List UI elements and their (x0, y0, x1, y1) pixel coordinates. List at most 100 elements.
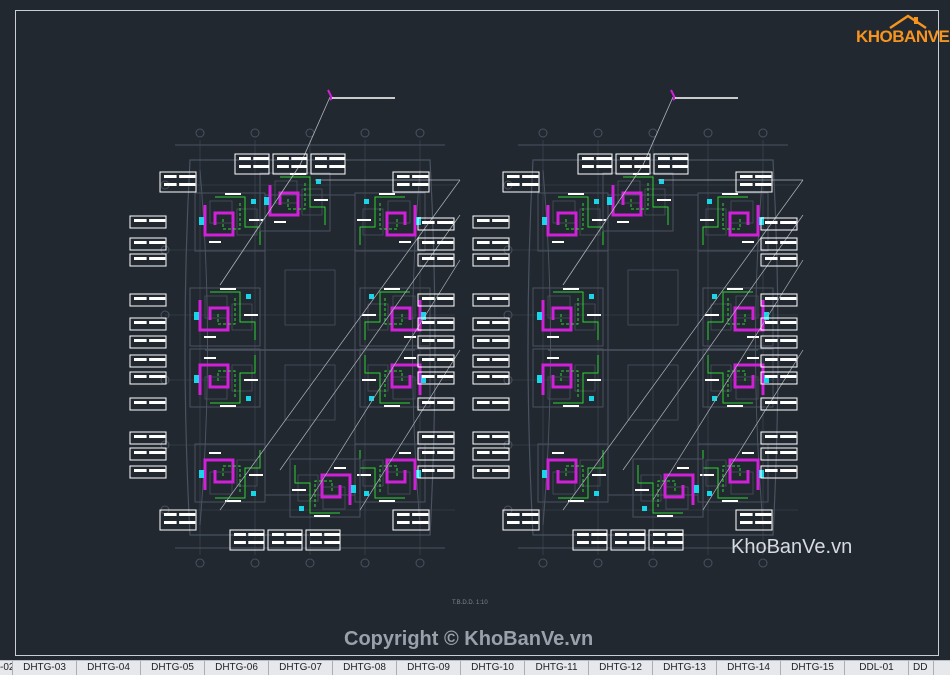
equipment-tag (305, 529, 341, 551)
pipe-run (623, 176, 669, 225)
equipment-tag (760, 354, 798, 368)
sheet-tab[interactable]: DDL-01 (845, 661, 909, 675)
sheet-tab[interactable]: DHTG-07 (269, 661, 333, 675)
sheet-tab[interactable]: DHTG-05 (141, 661, 205, 675)
room-outline (579, 459, 601, 487)
pipe-run (727, 298, 746, 325)
grid-bubble (160, 440, 170, 450)
equipment-tag (417, 317, 455, 331)
fitting (314, 515, 330, 517)
grid-bubble (250, 558, 260, 568)
equipment-tag-text (272, 541, 284, 544)
pipe-run (215, 450, 261, 499)
fitting (742, 241, 754, 243)
sheet-tab[interactable]: DHTG-12 (589, 661, 653, 675)
equipment-tag-text (765, 401, 778, 404)
equipment-tag-text (740, 513, 753, 516)
equipment-tag-text (492, 219, 509, 222)
fitting (592, 474, 606, 476)
equipment-tag-text (507, 521, 520, 524)
equipment-tag-text (765, 469, 778, 472)
equipment-tag-text (477, 219, 490, 222)
equipment-tag-text (422, 321, 435, 324)
equipment-tag-frame (417, 217, 455, 231)
equipment-tag-text (672, 165, 688, 168)
equipment-tag-text (591, 533, 607, 536)
grid-bubble (648, 558, 658, 568)
equipment-tag (129, 447, 167, 461)
equipment-tag-text (765, 241, 778, 244)
equipment-tag-text (329, 165, 345, 168)
fitting (292, 489, 306, 491)
equipment-tag-text (234, 533, 246, 536)
equipment-tag-text (658, 165, 670, 168)
room-outline (362, 208, 384, 236)
equipment-tag-text (134, 321, 147, 324)
equipment-tag-text (653, 541, 665, 544)
sheet-tab[interactable]: DHTG-11 (525, 661, 589, 675)
duct-run (546, 458, 578, 490)
equipment-tag-text (422, 241, 435, 244)
equipment-tag-text (437, 221, 454, 224)
room-outline (301, 188, 323, 216)
fitting (722, 500, 738, 502)
equipment-tag (760, 293, 798, 307)
equipment-tag-frame (472, 237, 510, 251)
sheet-tab[interactable]: DHTG-10 (461, 661, 525, 675)
fitting (314, 199, 328, 201)
equipment-tag-frame (760, 317, 798, 331)
pipe-run (379, 465, 398, 492)
equipment-tag-text (149, 321, 166, 324)
equipment-tag-text (780, 451, 797, 454)
equipment-tag-text (522, 521, 539, 524)
equipment-tag-text (780, 297, 797, 300)
sheet-tab[interactable]: DHTG-15 (781, 661, 845, 675)
cad-drawing-canvas[interactable] (0, 0, 950, 660)
equipment-tag-frame (129, 237, 167, 251)
equipment-tag (129, 237, 167, 251)
sheet-tab[interactable]: DHTG-04 (77, 661, 141, 675)
pipe-run (657, 480, 676, 507)
equipment-tag-text (179, 521, 196, 524)
equipment-tag (472, 371, 510, 385)
equipment-tag-text (755, 521, 772, 524)
equipment-tag-text (765, 375, 778, 378)
equipment-tag-frame (472, 335, 510, 349)
room-outline (574, 303, 596, 331)
equipment-tag-text (780, 401, 797, 404)
fitting (249, 474, 263, 476)
equipment-tag (392, 509, 430, 531)
sheet-tab[interactable]: DHTG-08 (333, 661, 397, 675)
sheet-tab[interactable]: DHTG-06 (205, 661, 269, 675)
equipment-tag-text (248, 533, 264, 536)
equipment-tag-text (286, 533, 302, 536)
apartment-unit (189, 287, 261, 347)
equipment-tag-text (755, 183, 772, 186)
equipment-tag-text (422, 297, 435, 300)
equipment-tag-frame (159, 509, 197, 531)
sheet-tab[interactable]: DHTG-13 (653, 661, 717, 675)
equipment-tag-frame (129, 465, 167, 479)
equipment-tag (129, 465, 167, 479)
sheet-tab[interactable]: DHTG-09 (397, 661, 461, 675)
pipe-run (384, 298, 403, 325)
sheet-tab[interactable]: -02 (0, 661, 13, 675)
fitting (399, 452, 411, 454)
equipment-tag (653, 153, 689, 175)
duct-run (728, 205, 760, 237)
fitting (225, 193, 241, 195)
pipe-run (722, 203, 741, 230)
equipment-tag-text (755, 175, 772, 178)
apartment-unit (259, 172, 331, 232)
sheet-tab[interactable]: DHTG-14 (717, 661, 781, 675)
equipment-tag (417, 447, 455, 461)
ac-unit (607, 197, 612, 205)
equipment-tag-text (397, 175, 410, 178)
room-outline (231, 364, 253, 392)
leader-line (652, 259, 804, 501)
sheet-tab[interactable]: DHTG-03 (13, 661, 77, 675)
sheet-tab[interactable]: DD (909, 661, 934, 675)
ac-unit (542, 470, 547, 478)
pipe-run (210, 355, 256, 404)
equipment-tag-text (134, 469, 147, 472)
